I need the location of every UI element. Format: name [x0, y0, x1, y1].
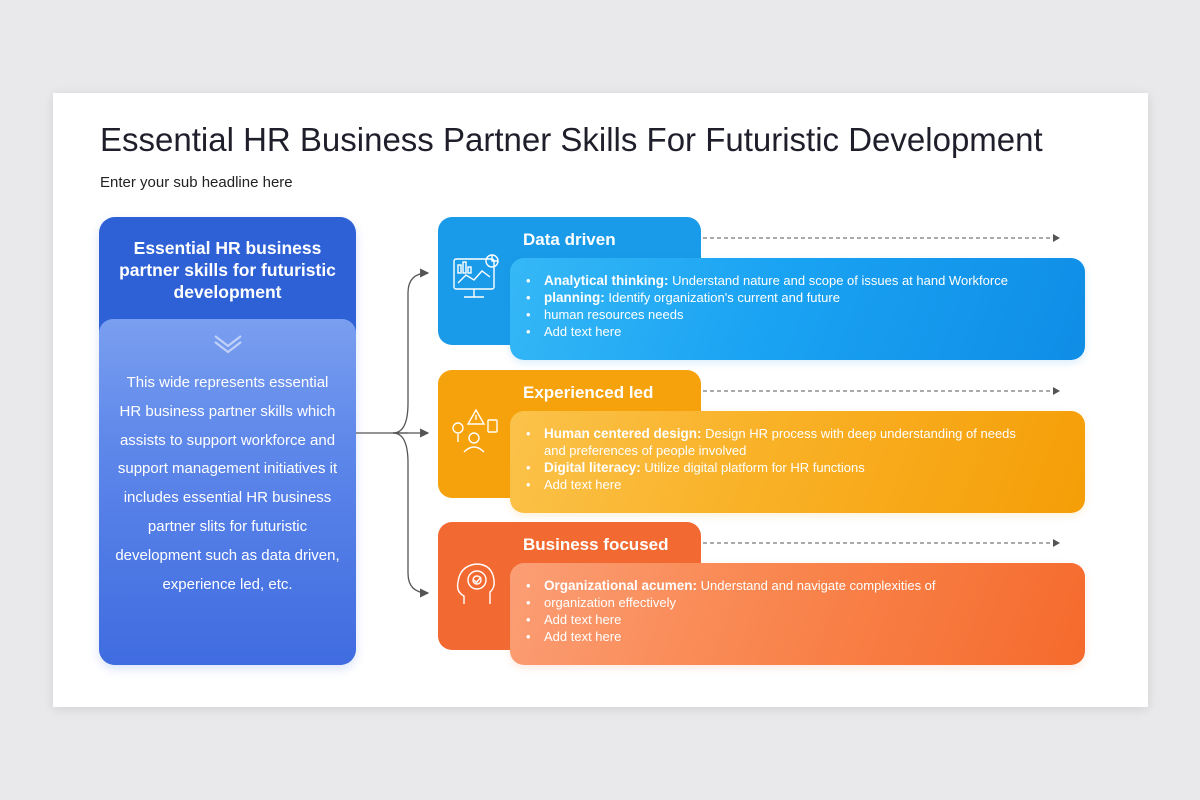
slide-title: Essential HR Business Partner Skills For… — [100, 121, 1043, 158]
skill-bullet: Analytical thinking: Understand nature a… — [524, 272, 1071, 289]
summary-heading: Essential HR business partner skills for… — [119, 238, 336, 302]
people-warning-icon — [452, 408, 498, 453]
skill-title: Experienced led — [523, 383, 654, 402]
skill-card-data-driven: Data driven Analytical thinking: Underst… — [438, 217, 1086, 365]
skill-bullet: Organizational acumen: Understand and na… — [524, 577, 1071, 594]
skill-bullet: Add text here — [524, 611, 1071, 628]
summary-body: This wide represents essential HR busine… — [99, 319, 356, 665]
skill-bullet: Add text here — [524, 323, 1071, 340]
skill-title: Business focused — [523, 535, 669, 554]
skill-details-panel: Analytical thinking: Understand nature a… — [510, 258, 1085, 360]
summary-card: Essential HR business partner skills for… — [99, 217, 356, 665]
skill-bullet: Add text here — [524, 628, 1071, 645]
skill-details-panel: Human centered design: Design HR process… — [510, 411, 1085, 513]
skill-bullet: Add text here — [524, 476, 1071, 493]
analytics-dashboard-icon — [453, 254, 499, 298]
dashed-arrow — [703, 234, 1060, 242]
dashed-arrow — [703, 387, 1060, 395]
skill-details-panel: Organizational acumen: Understand and na… — [510, 563, 1085, 665]
slide-subtitle: Enter your sub headline here — [100, 174, 293, 191]
summary-description: This wide represents essential HR busine… — [115, 374, 340, 593]
skill-title: Data driven — [523, 230, 616, 249]
skill-bullet: Digital literacy: Utilize digital platfo… — [524, 459, 1071, 476]
chevron-down-icon — [214, 335, 242, 354]
skill-bullet: planning: Identify organization's curren… — [524, 289, 1071, 306]
skill-bullet: organization effectively — [524, 594, 1071, 611]
dashed-arrow — [703, 539, 1060, 547]
skill-card-business-focused: Business focused Organizational acumen: … — [438, 522, 1086, 670]
head-target-icon — [456, 563, 495, 604]
skill-card-experienced-led: Experienced led Human centered design: D… — [438, 370, 1086, 518]
skill-bullet: human resources needs — [524, 306, 1071, 323]
slide: Essential HR Business Partner Skills For… — [53, 93, 1148, 707]
skill-bullet: Human centered design: Design HR process… — [524, 425, 1071, 459]
connector-arrows — [356, 268, 430, 598]
